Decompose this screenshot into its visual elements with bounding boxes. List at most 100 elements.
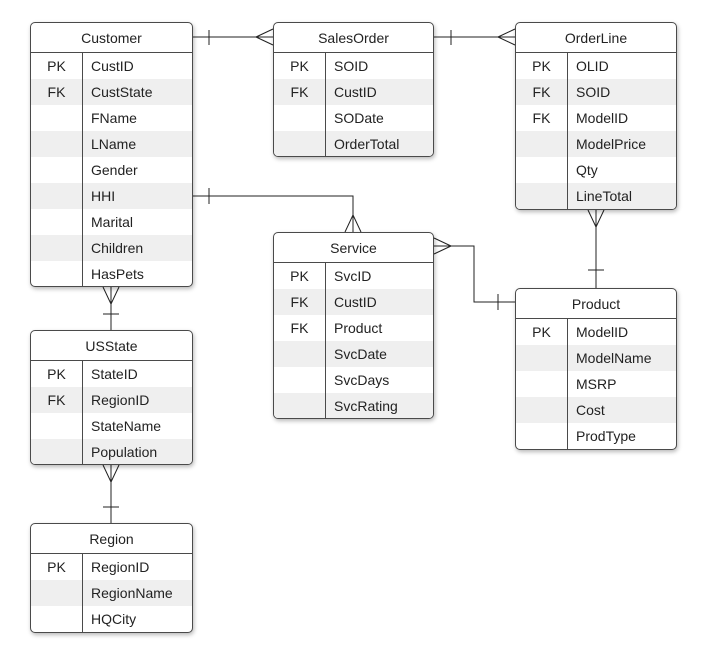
field-name: LName	[91, 136, 137, 152]
key-indicator: PK	[47, 559, 66, 575]
attribute-row[interactable]: FK RegionID	[31, 387, 192, 413]
key-indicator: FK	[290, 294, 309, 310]
attribute-row[interactable]: Cost	[516, 397, 676, 423]
column-divider	[82, 554, 83, 632]
entity-title: Region	[31, 524, 192, 554]
entity-title: Service	[274, 233, 433, 263]
field-name: SvcDate	[334, 346, 387, 362]
attribute-row[interactable]: SvcDate	[274, 341, 433, 367]
many-marker	[102, 464, 120, 483]
column-divider	[82, 361, 83, 464]
field-name: SOID	[576, 84, 611, 100]
field-name: SvcRating	[334, 398, 398, 414]
field-name: SODate	[334, 110, 384, 126]
many-marker	[497, 28, 516, 46]
attribute-row[interactable]: PK OLID	[516, 53, 676, 79]
key-indicator: PK	[532, 324, 551, 340]
field-name: RegionID	[91, 559, 150, 575]
field-name: CustState	[91, 84, 153, 100]
attribute-row[interactable]: Marital	[31, 209, 192, 235]
many-marker	[433, 237, 452, 255]
rel-product-orderline	[587, 209, 605, 288]
rel-salesorder-orderline	[434, 28, 516, 46]
attribute-row[interactable]: Population	[31, 439, 192, 464]
attribute-row[interactable]: RegionName	[31, 580, 192, 606]
attribute-row[interactable]: LineTotal	[516, 183, 676, 209]
attribute-row[interactable]: SvcDays	[274, 367, 433, 393]
attribute-row[interactable]: MSRP	[516, 371, 676, 397]
key-indicator: PK	[47, 366, 66, 382]
attribute-row[interactable]: HQCity	[31, 606, 192, 632]
attribute-row[interactable]: OrderTotal	[274, 131, 433, 156]
field-name: RegionID	[91, 392, 150, 408]
entity-title: OrderLine	[516, 23, 676, 53]
attribute-row[interactable]: ModelName	[516, 345, 676, 371]
key-indicator: PK	[532, 58, 551, 74]
attribute-row[interactable]: PK RegionID	[31, 554, 192, 580]
attribute-row[interactable]: ProdType	[516, 423, 676, 449]
attribute-row[interactable]: Children	[31, 235, 192, 261]
attribute-row[interactable]: FName	[31, 105, 192, 131]
entity-title: SalesOrder	[274, 23, 433, 53]
attribute-row[interactable]: Qty	[516, 157, 676, 183]
attribute-row[interactable]: StateName	[31, 413, 192, 439]
column-divider	[567, 53, 568, 209]
attribute-row[interactable]: SODate	[274, 105, 433, 131]
attribute-row[interactable]: PK StateID	[31, 361, 192, 387]
field-name: SOID	[334, 58, 369, 74]
attribute-row[interactable]: Gender	[31, 157, 192, 183]
key-indicator: FK	[47, 392, 66, 408]
rel-product-service	[433, 237, 515, 310]
field-name: Product	[334, 320, 383, 336]
many-marker	[587, 209, 605, 228]
column-divider	[325, 263, 326, 418]
attribute-row[interactable]: SvcRating	[274, 393, 433, 418]
attribute-row[interactable]: ModelPrice	[516, 131, 676, 157]
attribute-row[interactable]: HHI	[31, 183, 192, 209]
key-indicator: PK	[290, 58, 309, 74]
entity-title: USState	[31, 331, 192, 361]
attribute-row[interactable]: PK ModelID	[516, 319, 676, 345]
attribute-row[interactable]: LName	[31, 131, 192, 157]
field-name: ModelID	[576, 324, 629, 340]
field-name: StateID	[91, 366, 138, 382]
field-name: ModelID	[576, 110, 629, 126]
field-name: SvcID	[334, 268, 372, 284]
field-name: Qty	[576, 162, 598, 178]
field-name: Marital	[91, 214, 134, 230]
field-name: HQCity	[91, 611, 137, 627]
attribute-row[interactable]: PK SOID	[274, 53, 433, 79]
field-name: ProdType	[576, 428, 636, 444]
field-name: Cost	[576, 402, 605, 418]
entity-title: Product	[516, 289, 676, 319]
field-name: FName	[91, 110, 137, 126]
attribute-row[interactable]: HasPets	[31, 261, 192, 286]
many-marker	[102, 286, 120, 305]
field-name: ModelName	[576, 350, 652, 366]
field-name: CustID	[91, 58, 134, 74]
field-name: OrderTotal	[334, 136, 400, 152]
field-name: MSRP	[576, 376, 617, 392]
field-name: OLID	[576, 58, 609, 74]
rel-region-usstate	[102, 464, 120, 523]
field-name: HHI	[91, 188, 116, 204]
field-name: Children	[91, 240, 144, 256]
